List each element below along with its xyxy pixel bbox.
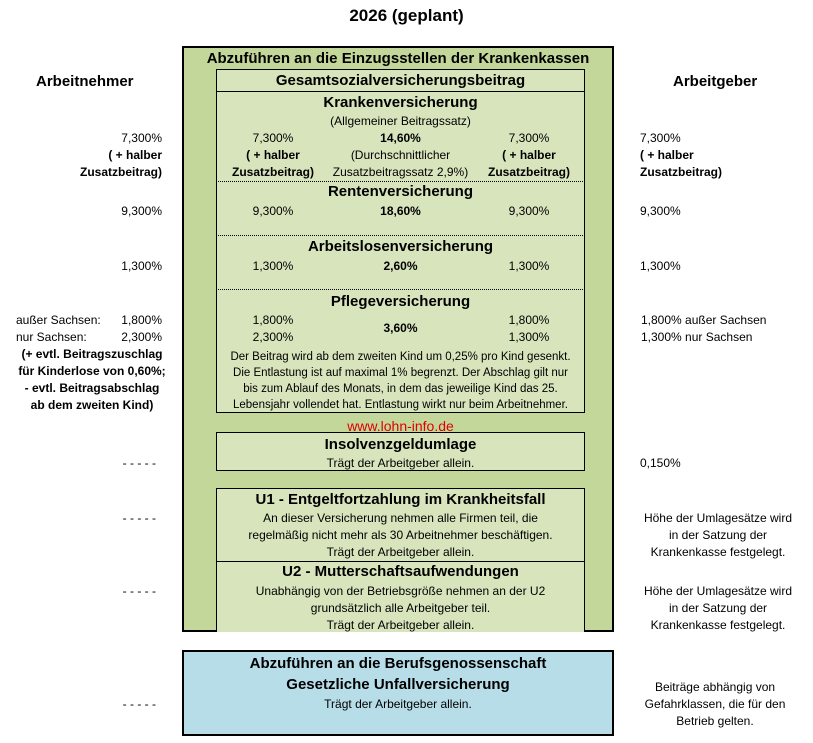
rv-inner-an-share: 9,300% [252,204,294,218]
u1-line-3: Trägt der Arbeitgeber allein. [326,545,475,559]
pv-an-note-2: für Kinderlose von 0,60%; [18,364,166,378]
gsv-panel [216,69,585,413]
kv-inner-an-share: 7,300% [252,131,294,145]
bg-ag-1: Beiträge abhängig von [654,680,776,694]
pv-an-saxony-value: 2,300% [121,330,162,344]
insolvenz-title: Insolvenzgeldumlage [324,436,477,453]
pv-note-2: Die Entlastung ist auf maximal 1% begren… [233,367,568,379]
av-ag-share: 1,300% [640,259,681,273]
kv-subtitle: (Allgemeiner Beitragssatz) [330,114,471,128]
pv-title: Pflegeversicherung [330,293,471,310]
av-total: 2,60% [383,259,418,273]
pv-ag-saxony: 1,300% nur Sachsen [641,330,753,344]
pv-inner-an-1: 1,800% [252,313,294,327]
pv-note-3: bis zum Ablauf des Monats, in dem das je… [243,383,558,395]
av-an-share: 1,300% [121,259,162,273]
insolvenz-an: - - - - - [122,456,156,470]
pv-note-1: Der Beitrag wird ab dem zweiten Kind um … [230,351,571,363]
av-inner-an-share: 1,300% [252,259,294,273]
rv-total: 18,60% [380,204,421,218]
website-link[interactable]: www.lohn-info.de [347,418,454,434]
gsv-title: Gesamtsozialversicherungsbeitrag [275,72,526,89]
employer-header: Arbeitgeber [673,73,758,90]
pv-an-not-saxony-label: außer Sachsen: [16,313,101,327]
kv-total: 14,60% [380,131,421,145]
u2-line-2: grundsätzlich alle Arbeitgeber teil. [310,601,491,615]
kv-an-half1: ( + halber [108,148,162,162]
av-inner-ag-share: 1,300% [508,259,550,273]
av-title: Arbeitslosenversicherung [307,238,494,255]
u2-line-1: Unabhängig von der Betriebsgröße nehmen … [255,584,546,598]
bg-an: - - - - - [122,697,156,711]
u1-line-1: An dieser Versicherung nehmen alle Firme… [263,511,538,525]
kv-ag-half1: ( + halber [640,148,694,162]
rv-inner-ag-share: 9,300% [508,204,550,218]
kv-divider [216,181,585,182]
insolvenz-panel [216,432,585,471]
u2-line-3: Trägt der Arbeitgeber allein. [326,618,475,632]
kv-inner-ag-share: 7,300% [508,131,550,145]
insolvenz-ag: 0,150% [640,456,681,470]
u2-ag-3: Krankenkasse festgelegt. [650,618,786,632]
kv-inner-an-half1: ( + halber [246,148,300,162]
kv-inner-ag-half2: Zusatzbeitrag) [487,165,570,179]
pv-inner-ag-1: 1,800% [508,313,550,327]
u1-ag-3: Krankenkasse festgelegt. [650,545,786,559]
av-divider [216,289,585,290]
pv-an-not-saxony-value: 1,800% [121,313,162,327]
kv-an-half2: Zusatzbeitrag) [79,165,162,179]
u1-ag-1: Höhe der Umlagesätze wird [643,511,793,525]
u2-ag-2: in der Satzung der [668,601,768,615]
kv-an-share: 7,300% [121,131,162,145]
krankenkassen-title: Abzuführen an die Einzugsstellen der Kra… [206,50,590,67]
u2-title: U2 - Mutterschaftsaufwendungen [282,563,519,580]
pv-an-note-1: (+ evtl. Beitragszuschlag [21,347,163,361]
u-panel [216,488,585,632]
kv-avg-line1: (Durchschnittlicher [350,148,451,162]
page-title: 2026 (geplant) [349,6,464,25]
u1-title: U1 - Entgeltfortzahlung im Krankheitsfal… [255,491,546,508]
kv-ag-share: 7,300% [640,131,681,145]
insolvenz-text: Trägt der Arbeitgeber allein. [326,456,475,470]
gsv-divider [216,91,585,92]
kv-title: Krankenversicherung [323,94,478,111]
u1-an: - - - - - [122,511,156,525]
rv-ag-share: 9,300% [640,204,681,218]
pv-ag-not-saxony: 1,800% außer Sachsen [641,313,767,327]
kv-avg-line2: Zusatzbeitragssatz 2,9%) [332,165,469,179]
pv-an-note-4: ab dem zweiten Kind) [30,398,154,412]
kv-ag-half2: Zusatzbeitrag) [640,165,723,179]
bg-text: Trägt der Arbeitgeber allein. [324,697,472,711]
u1-line-2: regelmäßig nicht mehr als 30 Arbeitnehme… [248,528,553,542]
u2-ag-1: Höhe der Umlagesätze wird [643,584,793,598]
kv-inner-ag-half1: ( + halber [502,148,556,162]
bg-ag-3: Betrieb gelten. [676,714,754,728]
berufsgenossenschaft-box [182,650,614,736]
pv-total: 3,60% [383,321,418,335]
rv-title: Rentenversicherung [327,183,474,200]
pv-inner-an-2: 2,300% [252,330,294,344]
pv-inner-ag-2: 1,300% [508,330,550,344]
kv-inner-an-half2: Zusatzbeitrag) [231,165,314,179]
pv-an-saxony-label: nur Sachsen: [16,330,87,344]
bg-title: Abzuführen an die Berufsgenossenschaft [249,655,547,672]
bg-ag-2: Gefahrklassen, die für den [644,697,786,711]
rv-divider [216,235,585,236]
pv-an-note-3: - evtl. Beitragsabschlag [24,381,160,395]
u2-an: - - - - - [122,584,156,598]
rv-an-share: 9,300% [121,204,162,218]
u1-ag-2: in der Satzung der [668,528,768,542]
pv-note-4: Lebensjahr vollendet hat. Entlastung wir… [233,399,568,411]
u-divider [216,561,585,562]
employee-header: Arbeitnehmer [36,73,134,90]
bg-subtitle: Gesetzliche Unfallversicherung [286,676,510,693]
